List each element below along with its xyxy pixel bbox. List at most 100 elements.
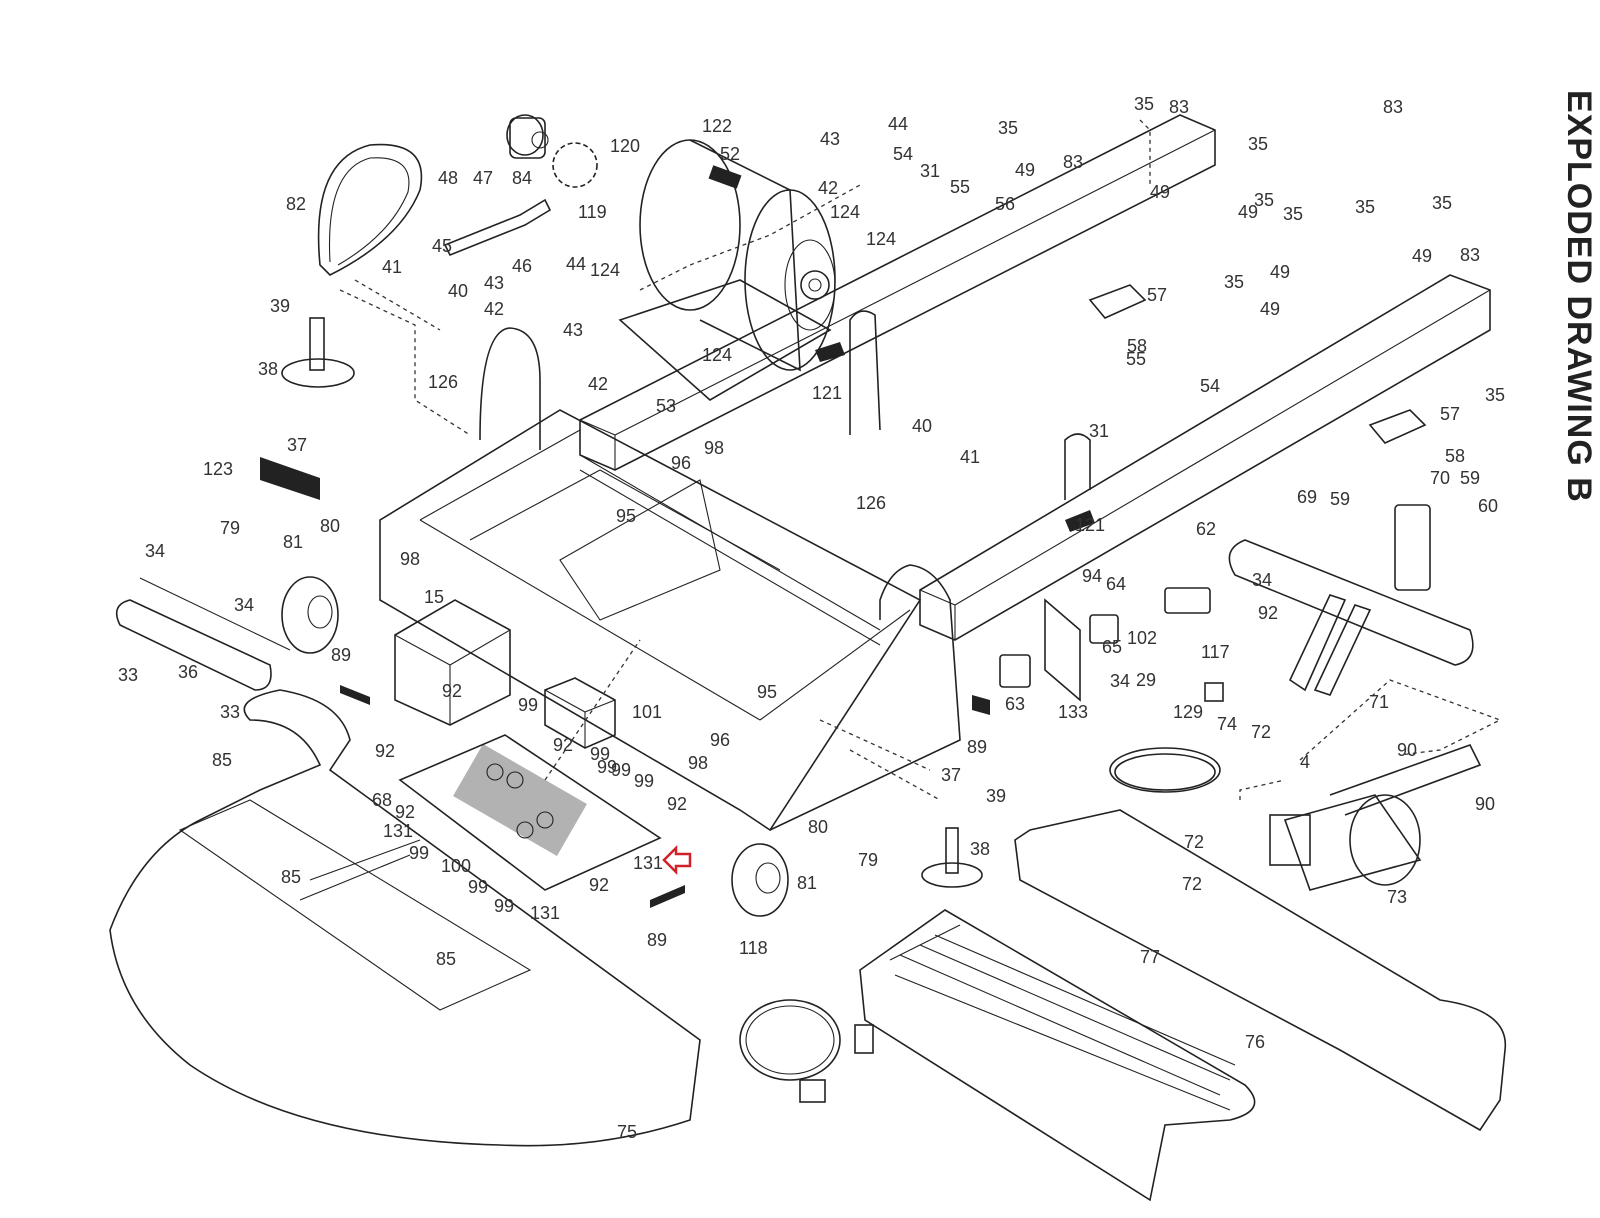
part-label-92: 92 — [442, 681, 462, 701]
decal-89-b — [650, 885, 685, 908]
part-label-119: 119 — [578, 202, 607, 222]
part-label-72: 72 — [1251, 722, 1271, 742]
part-label-99: 99 — [611, 760, 631, 780]
part-label-40: 40 — [448, 281, 468, 301]
assembly-line — [339, 289, 471, 436]
assembly-line — [1239, 779, 1286, 800]
part-label-117: 117 — [1201, 642, 1230, 662]
part-label-99: 99 — [494, 896, 514, 916]
part-label-60: 60 — [1478, 496, 1498, 516]
part-label-56: 56 — [995, 194, 1015, 214]
part-label-96: 96 — [710, 730, 730, 750]
part-label-84: 84 — [512, 168, 532, 188]
part-label-99: 99 — [518, 695, 538, 715]
part-label-47: 47 — [473, 168, 493, 188]
breaker — [999, 654, 1031, 688]
part-label-58: 58 — [1445, 446, 1465, 466]
part-label-96: 96 — [671, 453, 691, 473]
step-platform — [859, 909, 1256, 1202]
part-label-77: 77 — [1140, 947, 1160, 967]
part-label-126: 126 — [428, 372, 458, 392]
part-label-72: 72 — [1182, 874, 1202, 894]
part-label-62: 62 — [1196, 519, 1216, 539]
assembly-line — [639, 184, 861, 291]
part-label-81: 81 — [797, 873, 817, 893]
part-label-57: 57 — [1147, 285, 1167, 305]
part-label-36: 36 — [178, 662, 198, 682]
part-label-124: 124 — [866, 229, 896, 249]
part-label-71: 71 — [1369, 692, 1389, 712]
rear-hood — [1014, 809, 1507, 1132]
part-label-33: 33 — [118, 665, 138, 685]
part-label-98: 98 — [400, 549, 420, 569]
part-label-35: 35 — [1485, 385, 1505, 405]
decal-121-a — [815, 342, 845, 362]
part-label-95: 95 — [616, 506, 636, 526]
part-label-49: 49 — [1260, 299, 1280, 319]
part-label-35: 35 — [1432, 193, 1452, 213]
power-cord — [739, 999, 874, 1103]
upright-left — [479, 327, 541, 450]
part-label-121: 121 — [812, 383, 842, 403]
controller-board — [398, 734, 662, 891]
part-label-55: 55 — [950, 177, 970, 197]
part-label-99: 99 — [597, 757, 617, 777]
transformer — [394, 599, 511, 726]
part-label-49: 49 — [1270, 262, 1290, 282]
rear-roller — [1228, 539, 1474, 666]
breaker-plate — [1044, 598, 1081, 702]
part-label-129: 129 — [1173, 702, 1203, 722]
part-label-34: 34 — [145, 541, 165, 561]
pulley — [506, 114, 549, 159]
part-label-85: 85 — [436, 949, 456, 969]
part-label-85: 85 — [212, 750, 232, 770]
part-label-131: 131 — [383, 821, 413, 841]
assembly-line — [849, 749, 941, 801]
part-label-39: 39 — [270, 296, 290, 316]
upright-rear — [849, 310, 881, 435]
part-label-99: 99 — [634, 771, 654, 791]
incline-motor — [1269, 744, 1482, 891]
drive-motor — [618, 139, 836, 401]
assembly-line — [1299, 679, 1502, 761]
part-label-75: 75 — [617, 1122, 637, 1142]
part-label-83: 83 — [1460, 245, 1480, 265]
choke-module — [544, 677, 616, 749]
part-label-65: 65 — [1102, 637, 1122, 657]
part-label-90: 90 — [1475, 794, 1495, 814]
part-label-35: 35 — [1283, 204, 1303, 224]
part-label-31: 31 — [1089, 421, 1109, 441]
leveler-foot-right — [921, 827, 983, 888]
part-label-35: 35 — [1355, 197, 1375, 217]
decal-121-b — [1065, 510, 1095, 532]
part-label-4: 4 — [1300, 752, 1310, 772]
part-label-94: 94 — [1082, 566, 1102, 586]
part-label-35: 35 — [998, 118, 1018, 138]
wheel-right — [731, 843, 789, 917]
part-label-80: 80 — [808, 817, 828, 837]
switch — [1089, 614, 1119, 644]
part-label-92: 92 — [375, 741, 395, 761]
part-label-92: 92 — [395, 802, 415, 822]
frame-rail-lower — [919, 274, 1491, 641]
part-label-95: 95 — [757, 682, 777, 702]
part-label-92: 92 — [667, 794, 687, 814]
part-label-124: 124 — [830, 202, 860, 222]
connector — [1204, 682, 1224, 702]
part-label-99: 99 — [590, 744, 610, 764]
bracket-57-lower — [1368, 409, 1427, 444]
part-label-42: 42 — [818, 178, 838, 198]
upright-mid — [1064, 433, 1091, 500]
wire-harness — [1109, 747, 1221, 793]
part-label-92: 92 — [1258, 603, 1278, 623]
part-label-82: 82 — [286, 194, 306, 214]
decal-89-a — [340, 685, 370, 705]
motor-hood — [109, 689, 701, 1147]
front-roller — [115, 577, 291, 691]
decal-123 — [260, 457, 320, 500]
part-label-124: 124 — [702, 345, 732, 365]
part-label-120: 120 — [610, 136, 640, 156]
part-label-57: 57 — [1440, 404, 1460, 424]
part-label-80: 80 — [320, 516, 340, 536]
